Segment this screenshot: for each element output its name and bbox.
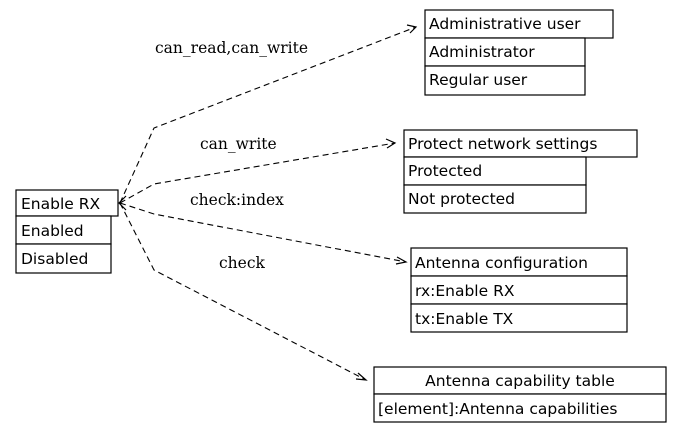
arrowhead-icon	[406, 24, 418, 34]
node-row: Not protected	[408, 190, 515, 208]
node-title: Enable RX	[21, 195, 100, 213]
node-title: Antenna configuration	[415, 254, 588, 272]
node-row: rx:Enable RX	[415, 282, 515, 300]
edge-label-antenna-cap: check	[219, 254, 266, 272]
node-antenna-cap: Antenna capability table [element]:Anten…	[373, 366, 667, 423]
node-row: Enabled	[21, 222, 84, 240]
node-row: tx:Enable TX	[415, 310, 514, 328]
edge-antenna-config: check:index	[119, 191, 408, 265]
node-title: Protect network settings	[408, 135, 597, 153]
node-row: [element]:Antenna capabilities	[378, 400, 617, 418]
node-row: Regular user	[429, 71, 528, 89]
node-antenna-config: Antenna configuration rx:Enable RX tx:En…	[410, 247, 628, 333]
arrowhead-icon	[385, 138, 397, 149]
node-row: Disabled	[21, 250, 88, 268]
edge-label-protect-net: can_write	[200, 135, 277, 153]
edge-protect-net: can_write	[119, 135, 397, 204]
node-row: Administrator	[429, 43, 535, 61]
node-admin-user: Administrative user Administrator Regula…	[424, 9, 614, 96]
arrowhead-icon	[355, 372, 368, 381]
node-protect-net: Protect network settings Protected Not p…	[403, 129, 638, 214]
edge-admin-user: can_read,can_write	[119, 24, 418, 204]
edge-label-admin-user: can_read,can_write	[155, 39, 308, 57]
node-enable-rx: Enable RX Enabled Disabled	[15, 189, 119, 274]
edge-label-antenna-config: check:index	[190, 191, 284, 209]
edge-antenna-cap: check	[119, 202, 368, 381]
node-title: Administrative user	[429, 15, 581, 33]
node-row: Protected	[408, 162, 482, 180]
arrowhead-icon	[395, 256, 408, 265]
node-title: Antenna capability table	[425, 372, 615, 390]
source-arrowhead-icon	[118, 195, 127, 211]
